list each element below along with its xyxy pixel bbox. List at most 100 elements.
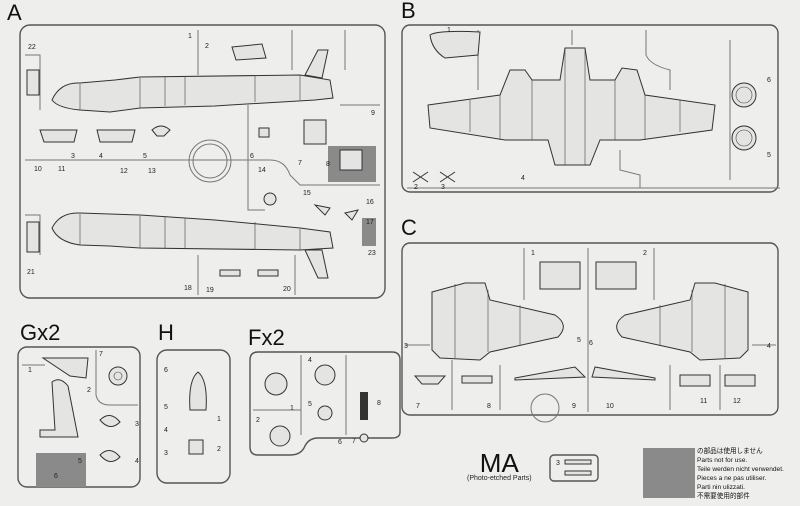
- photo-etched-fret: 3: [549, 454, 599, 482]
- legend-line-it: Parti nin ulizzati.: [697, 484, 746, 491]
- part-number: 16: [366, 199, 374, 206]
- part-number: 5: [78, 458, 82, 465]
- photo-etched-label: MA (Photo-etched Parts): [467, 448, 532, 482]
- sprue-c: C 1 2 3 4 5 6 7 8 9 10 11 12: [401, 215, 779, 423]
- fuselage-half-lower: [51, 212, 334, 251]
- part-number: 1: [290, 405, 294, 412]
- sprue-g-part-numbers: 1 2 3 4 5 6 7: [28, 351, 139, 480]
- part-number: 14: [258, 167, 266, 174]
- part-number: 3: [556, 460, 560, 467]
- part-f4: [314, 364, 336, 386]
- legend-line-fr: Pieces a ne pas utiliser.: [697, 475, 767, 482]
- ma-title: MA: [479, 448, 519, 478]
- fuselage-half-upper: [51, 74, 334, 113]
- part-number: 6: [338, 439, 342, 446]
- sprue-h: H 1 2 3 4 5 6: [156, 320, 231, 484]
- part-number: 6: [767, 77, 771, 84]
- part-number: 3: [404, 343, 408, 350]
- part-number: 3: [135, 421, 139, 428]
- sprue-a-title: A: [7, 0, 22, 25]
- sprue-c-part-numbers: 1 2 3 4 5 6 7 8 9 10 11 12: [404, 250, 771, 410]
- part-g3-g4: [99, 415, 121, 462]
- not-for-use-legend: の部品は使用しません Parts not for use. Teile werd…: [697, 447, 784, 501]
- wing-right: [616, 282, 749, 361]
- part-f1: [264, 372, 288, 396]
- sprue-f-frame: [249, 351, 401, 456]
- ma-subtitle: (Photo-etched Parts): [467, 475, 532, 482]
- sprue-g-title: Gx2: [20, 320, 60, 345]
- part-a15: [313, 204, 331, 216]
- part-number: 10: [34, 166, 42, 173]
- part-number: 7: [298, 160, 302, 167]
- part-number: 2: [256, 417, 260, 424]
- part-number: 3: [164, 450, 168, 457]
- part-c11: [679, 374, 711, 387]
- sprue-b-title: B: [401, 0, 416, 23]
- part-number: 20: [283, 286, 291, 293]
- part-c7: [413, 375, 447, 385]
- part-number: 5: [308, 401, 312, 408]
- sprue-c-frame: [401, 242, 779, 416]
- part-c10: [591, 366, 656, 381]
- part-number: 19: [206, 287, 214, 294]
- part-a7: [303, 119, 327, 145]
- part-number: 7: [99, 351, 103, 358]
- part-a3: [39, 129, 78, 143]
- part-g1: [41, 357, 89, 379]
- part-number: 4: [135, 458, 139, 465]
- not-for-use-swatch: [643, 448, 695, 498]
- part-number: 1: [531, 250, 535, 257]
- part-number: 5: [164, 404, 168, 411]
- pe-part: [564, 470, 592, 476]
- sprue-a-part-numbers: 1 2 3 4 5 6 7 8 9 10 11 12 13 14 15 16 1…: [27, 33, 376, 294]
- part-number: 8: [377, 400, 381, 407]
- part-number: 3: [441, 184, 445, 191]
- sprue-f-title: Fx2: [248, 325, 285, 350]
- part-c12: [724, 374, 756, 387]
- part-number: 5: [577, 337, 581, 344]
- part-number: 4: [164, 427, 168, 434]
- part-g2: [39, 379, 79, 438]
- sprue-h-part-numbers: 1 2 3 4 5 6: [164, 367, 221, 457]
- part-number: 13: [148, 168, 156, 175]
- part-number: 4: [99, 153, 103, 160]
- part-number: 1: [217, 416, 221, 423]
- part-b2-b3: [412, 171, 456, 183]
- part-number: 9: [572, 403, 576, 410]
- part-number: 2: [643, 250, 647, 257]
- part-f2: [269, 425, 291, 447]
- part-number: 9: [371, 110, 375, 117]
- part-f7: [359, 433, 369, 443]
- sprue-b: B 1 2 3 4 5 6: [401, 0, 780, 193]
- part-h2: [188, 439, 204, 455]
- part-number: 11: [58, 166, 65, 173]
- part-b5: [731, 125, 757, 151]
- part-number: 4: [521, 175, 525, 182]
- part-a14: [263, 192, 277, 206]
- part-b1: [429, 30, 481, 59]
- part-c9: [514, 366, 587, 381]
- part-number: 17: [366, 219, 374, 226]
- unused-part-a17: [362, 218, 376, 246]
- part-number: 12: [733, 398, 741, 405]
- sprue-b-frame: [401, 24, 779, 193]
- legend-line-de: Teile werden nicht verwendet.: [697, 466, 784, 473]
- part-a20: [257, 269, 279, 277]
- sprue-a-frame: [19, 24, 386, 299]
- part-number: 10: [606, 403, 614, 410]
- part-number: 18: [184, 285, 192, 292]
- part-number: 5: [143, 153, 147, 160]
- canopy: [189, 371, 207, 411]
- part-number: 22: [28, 44, 36, 51]
- part-g7: [108, 366, 128, 386]
- sprue-a: A 1 2 3 4 5 6: [7, 0, 386, 299]
- part-number: 7: [416, 403, 420, 410]
- part-b6: [731, 82, 757, 108]
- sprue-f-part-numbers: 1 2 4 5 6 7 8: [256, 357, 381, 446]
- part-number: 1: [28, 367, 32, 374]
- part-number: 1: [447, 27, 451, 34]
- wing-center-section: [427, 47, 716, 166]
- sprue-b-part-numbers: 1 2 3 4 5 6: [414, 27, 771, 191]
- part-number: 4: [767, 343, 771, 350]
